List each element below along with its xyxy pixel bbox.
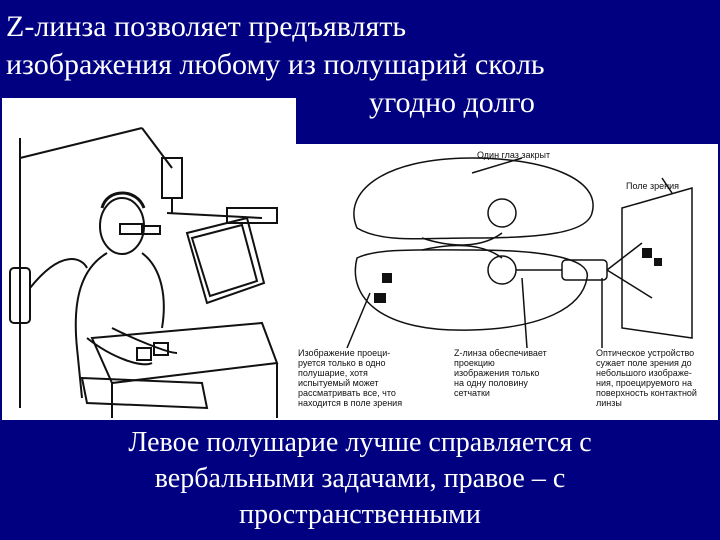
- caption-left: Изображение проеци- руется только в одно…: [298, 348, 402, 408]
- chair: [80, 376, 209, 410]
- visual-field-plane: [621, 187, 693, 339]
- caption-right: Оптическое устройство сужает поле зрения…: [596, 348, 697, 408]
- caption-middle-line: изображения только: [454, 368, 540, 378]
- label-one-eye-closed: Один глаз закрыт: [477, 150, 551, 160]
- illustration-drawing: [9, 127, 693, 418]
- caption-right-line: линзы: [596, 398, 622, 408]
- bottom-text: Левое полушарие лучше справляется с верб…: [40, 425, 680, 533]
- caption-left-line: находится в поле зрения: [298, 398, 403, 408]
- person-body: [74, 252, 108, 399]
- caption-middle-line: на одну половину: [454, 378, 528, 388]
- brain-lower-hemisphere: [354, 249, 588, 331]
- object-image-2: [374, 293, 386, 303]
- caption-left-line: руется только в одно: [298, 358, 386, 368]
- figure-cutout: [296, 98, 720, 144]
- caption-middle-line: сетчатки: [454, 388, 490, 398]
- person-head: [99, 197, 145, 255]
- z-lens-illustration: Один глаз закрыт Поле зрения Изображение…: [2, 98, 718, 420]
- open-eye: [487, 255, 517, 285]
- caption-left-line: рассматривать все, что: [298, 388, 396, 398]
- lens-holder: [161, 157, 183, 199]
- saline-bottle: [9, 267, 31, 324]
- caption-right-line: небольшого изображе-: [596, 368, 692, 378]
- caption-right-line: поверхность контактной: [596, 388, 697, 398]
- bottom-line-3: пространственными: [239, 499, 481, 530]
- caption-left-line: испытуемый может: [298, 378, 379, 388]
- slide-title: Z-линза позволяет предъявлять изображени…: [6, 8, 706, 122]
- display-screen: [185, 216, 266, 305]
- caption-left-line: полушарие, хотя: [298, 368, 368, 378]
- bottom-line-1: Левое полушарие лучше справляется с: [128, 427, 592, 458]
- caption-left-line: Изображение проеци-: [298, 348, 391, 358]
- brain-upper-hemisphere: [353, 157, 594, 240]
- stand-arm: [19, 127, 143, 159]
- caption-right-line: ния, проецируемого на: [596, 378, 693, 388]
- caption-middle: Z-линза обеспечивает проекцию изображени…: [454, 348, 547, 398]
- caption-middle-line: Z-линза обеспечивает: [454, 348, 547, 358]
- title-line-1: Z-линза позволяет предъявлять: [6, 10, 407, 43]
- z-lens: [561, 259, 608, 281]
- caption-right-line: Оптическое устройство: [596, 348, 695, 358]
- caption-right-line: сужает поле зрения до: [596, 358, 692, 368]
- bottom-line-2: вербальными задачами, правое – с: [154, 463, 566, 494]
- goggles: [119, 223, 143, 235]
- object-image-1: [382, 273, 392, 283]
- projector-arm: [166, 212, 263, 219]
- title-line-2: изображения любому из полушарий сколь: [6, 48, 545, 81]
- caption-middle-line: проекцию: [454, 358, 495, 368]
- closed-eye: [487, 198, 517, 228]
- label-visual-field: Поле зрения: [626, 181, 680, 191]
